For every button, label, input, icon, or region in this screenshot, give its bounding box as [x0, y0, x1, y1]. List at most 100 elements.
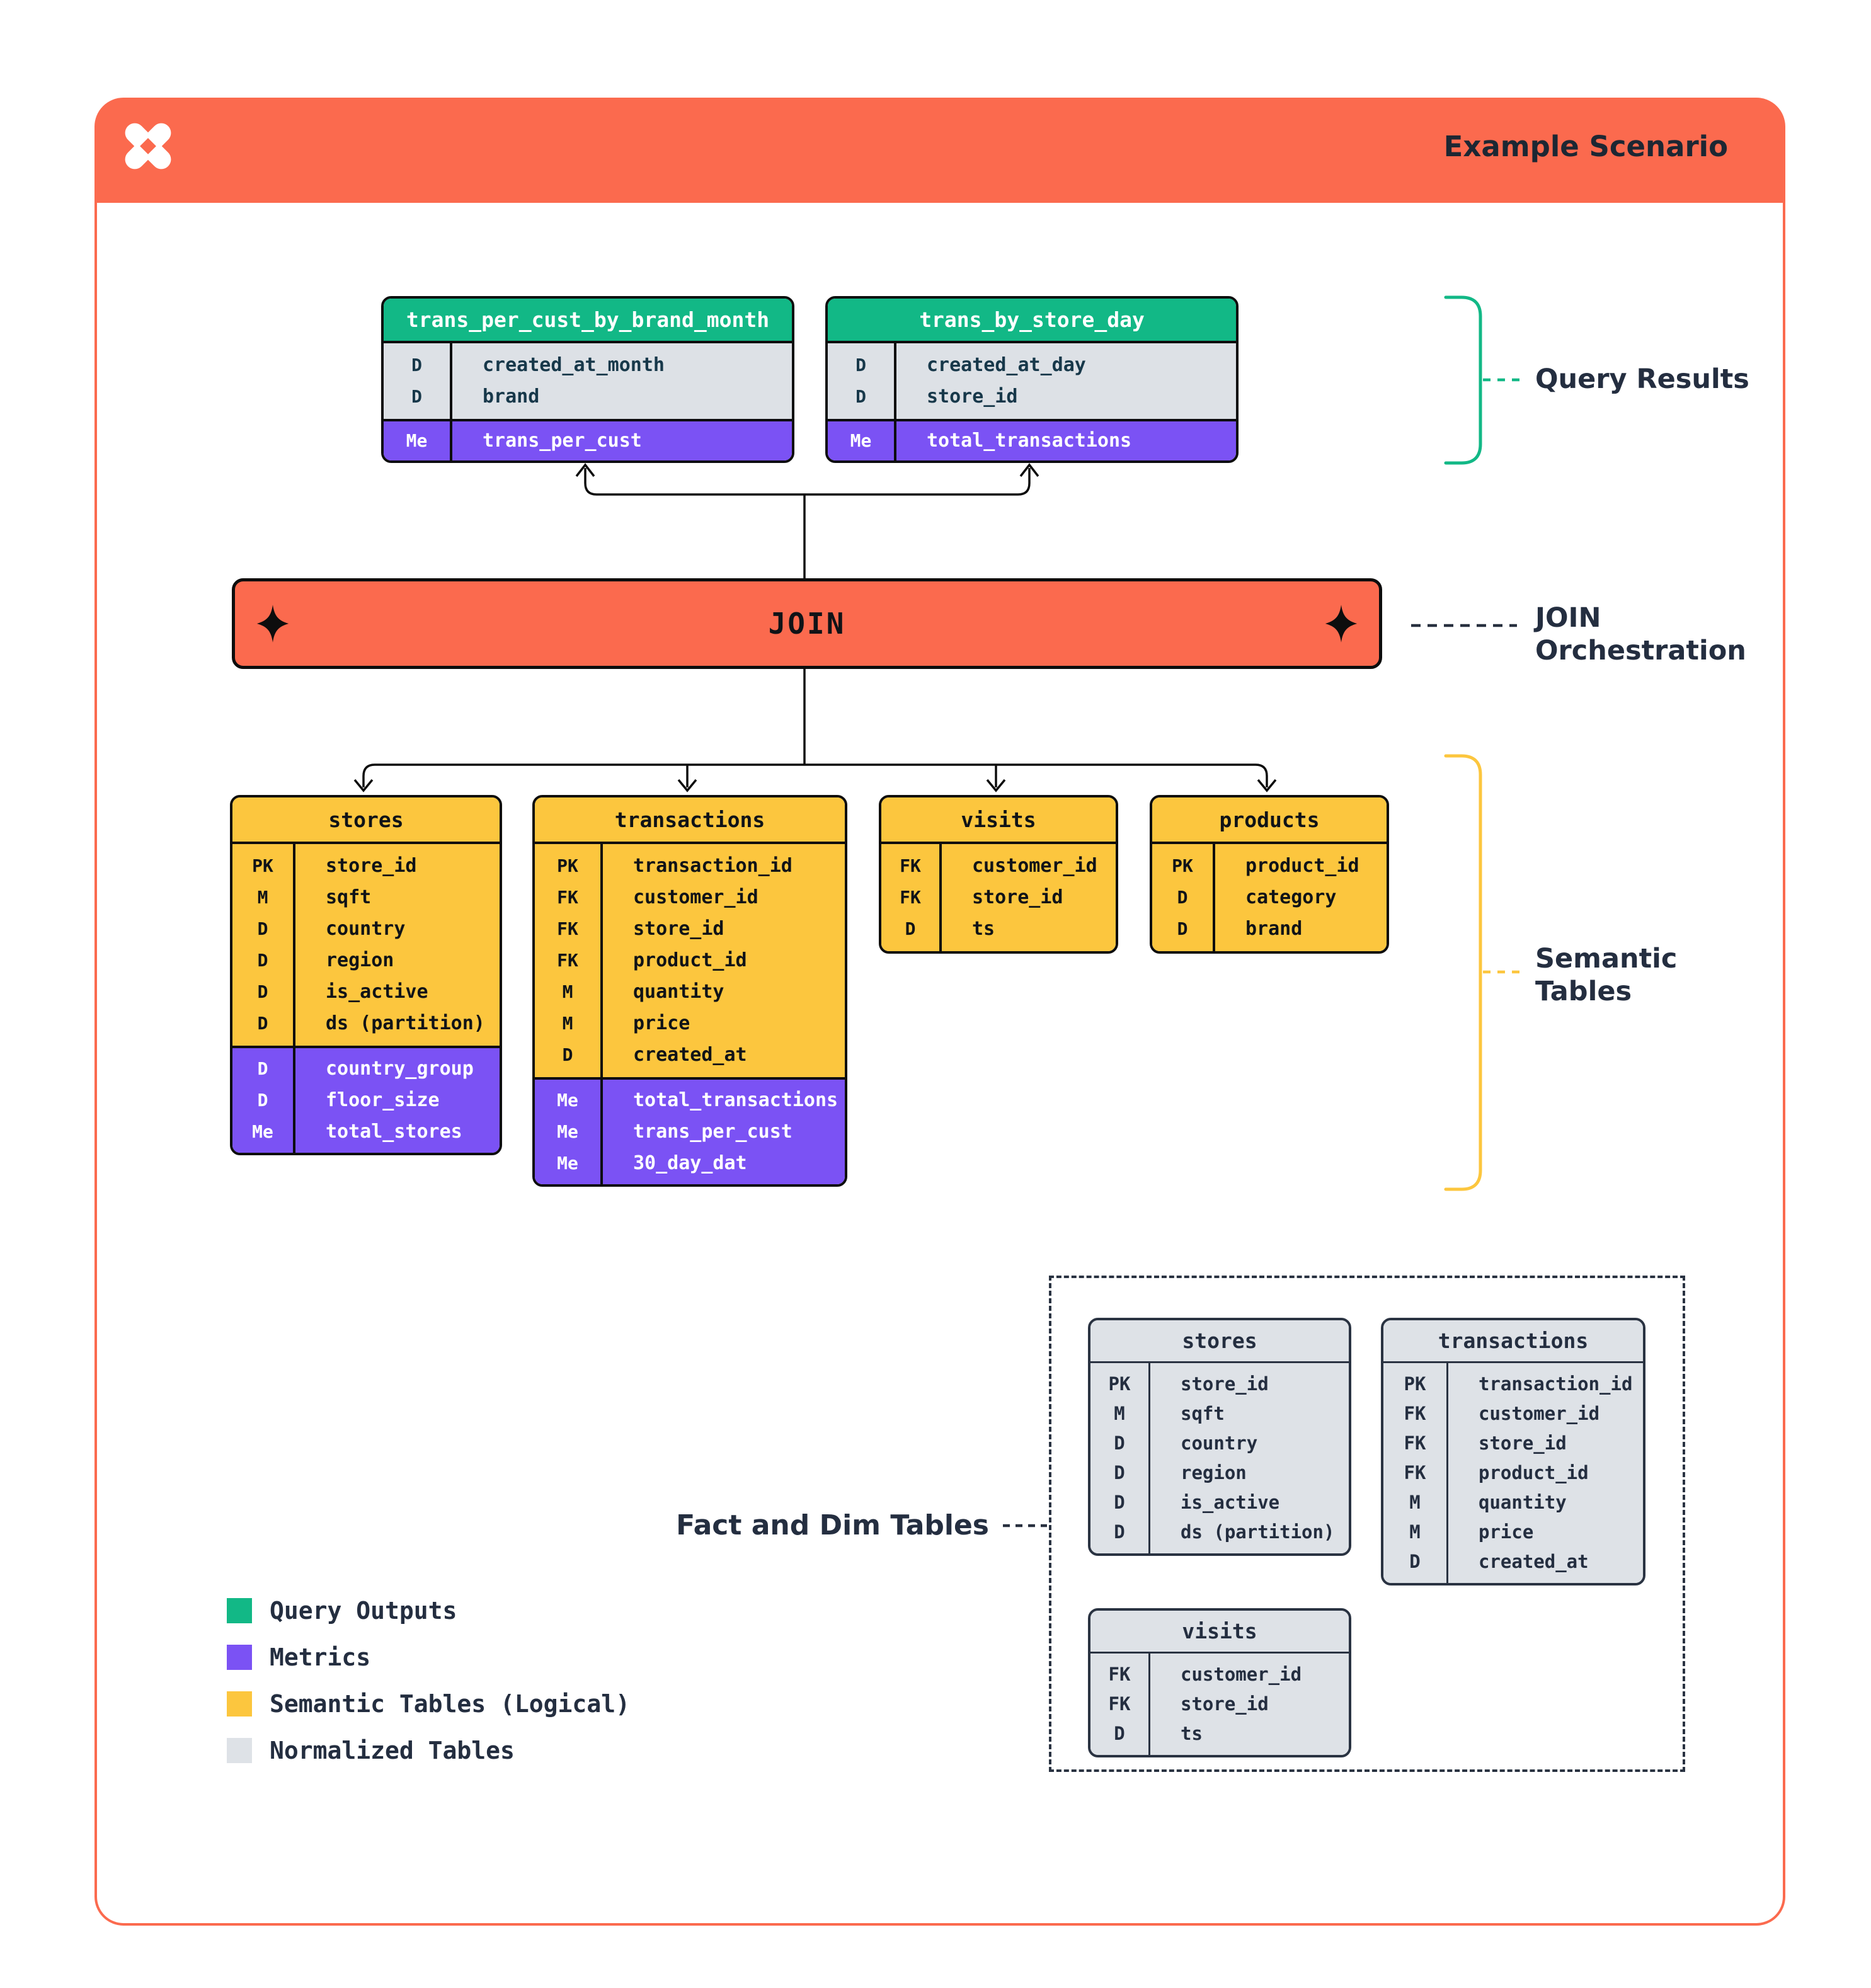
table-title: trans_per_cust_by_brand_month	[384, 299, 792, 343]
field-name: price	[1479, 1521, 1534, 1543]
field-name: created_at_month	[483, 354, 665, 376]
field-name: product_id	[1245, 855, 1359, 877]
field-type-code: D	[257, 1058, 268, 1079]
field-name: floor_size	[326, 1089, 440, 1111]
metric-rows: Me trans_per_cust	[384, 419, 792, 460]
field-name: product_id	[1479, 1462, 1589, 1483]
field-type-code: D	[257, 1090, 268, 1111]
field-name: country	[1181, 1432, 1258, 1454]
field-type-code: PK	[1172, 855, 1193, 876]
field-type-code: PK	[557, 855, 578, 876]
page-title: Example Scenario	[1443, 130, 1728, 163]
field-type-code: FK	[900, 855, 921, 876]
field-type-code: D	[1114, 1462, 1125, 1483]
field-type-code: FK	[557, 950, 578, 971]
sparkle-diamond-icon	[256, 605, 289, 643]
field-name-column: total_transactions	[896, 421, 1236, 460]
field-type-code: FK	[557, 918, 578, 939]
field-name: price	[633, 1012, 690, 1034]
field-type-code: M	[1409, 1492, 1421, 1513]
field-type-code: M	[562, 981, 573, 1002]
table-title: stores	[232, 797, 500, 844]
legend-item: Metrics	[227, 1643, 630, 1671]
field-name: country_group	[326, 1058, 474, 1080]
field-type-code: FK	[1108, 1693, 1131, 1715]
field-type-code: D	[1409, 1551, 1421, 1572]
legend-swatch-icon	[227, 1644, 252, 1670]
query-results-label: Query Results	[1535, 363, 1749, 395]
field-type-code: FK	[1404, 1432, 1426, 1454]
table-title: transactions	[535, 797, 845, 844]
field-name: ds (partition)	[1181, 1521, 1335, 1543]
field-name: created_at	[633, 1044, 747, 1066]
type-code-column: Me	[384, 421, 452, 460]
fact-dim-box	[1049, 1276, 1685, 1772]
field-type-code: FK	[1404, 1403, 1426, 1424]
field-name: store_id	[633, 918, 724, 940]
field-type-code: D	[257, 918, 268, 939]
field-name: customer_id	[1181, 1664, 1302, 1685]
field-name: 30_day_dat	[633, 1152, 747, 1174]
field-name: transaction_id	[633, 855, 792, 877]
legend-label: Semantic Tables (Logical)	[270, 1689, 630, 1718]
field-type-code: Me	[406, 430, 428, 451]
field-name: store_id	[1181, 1373, 1269, 1395]
legend-swatch-icon	[227, 1597, 252, 1623]
fact-dim-label: Fact and Dim Tables	[676, 1509, 989, 1541]
type-code-column: Me	[828, 421, 896, 460]
legend-label: Query Outputs	[270, 1596, 457, 1625]
field-type-code: M	[1409, 1521, 1421, 1543]
field-name: store_id	[1181, 1693, 1269, 1715]
field-name: transaction_id	[1479, 1373, 1633, 1395]
field-type-code: Me	[557, 1153, 578, 1174]
field-name: region	[326, 949, 394, 971]
table-title: stores	[1090, 1320, 1349, 1363]
field-name: created_at_day	[927, 354, 1086, 376]
field-name: brand	[1245, 918, 1303, 940]
join-orchestration-label: JOIN Orchestration	[1535, 602, 1746, 666]
semantic-tables-label: Semantic Tables	[1535, 943, 1678, 1007]
field-type-code: Me	[252, 1121, 273, 1142]
field-type-code: D	[1114, 1492, 1125, 1513]
field-name: customer_id	[633, 886, 758, 908]
legend-item: Query Outputs	[227, 1596, 630, 1625]
field-type-code: FK	[557, 887, 578, 908]
legend-label: Metrics	[270, 1643, 371, 1671]
table-title: visits	[1090, 1611, 1349, 1654]
header-band: Example Scenario	[96, 100, 1783, 203]
field-name: trans_per_cust	[483, 430, 642, 452]
field-name: ts	[1181, 1723, 1203, 1744]
field-type-code: Me	[557, 1090, 578, 1111]
legend-label: Normalized Tables	[270, 1736, 515, 1764]
field-type-code: Me	[850, 430, 872, 451]
field-name: is_active	[326, 981, 428, 1003]
field-name: sqft	[326, 886, 372, 908]
field-type-code: M	[562, 1013, 573, 1034]
field-type-code: D	[855, 355, 866, 375]
field-name: total_transactions	[633, 1089, 838, 1111]
field-type-code: D	[411, 355, 422, 375]
sparkle-diamond-icon	[1325, 605, 1358, 643]
field-type-code: D	[1114, 1521, 1125, 1543]
